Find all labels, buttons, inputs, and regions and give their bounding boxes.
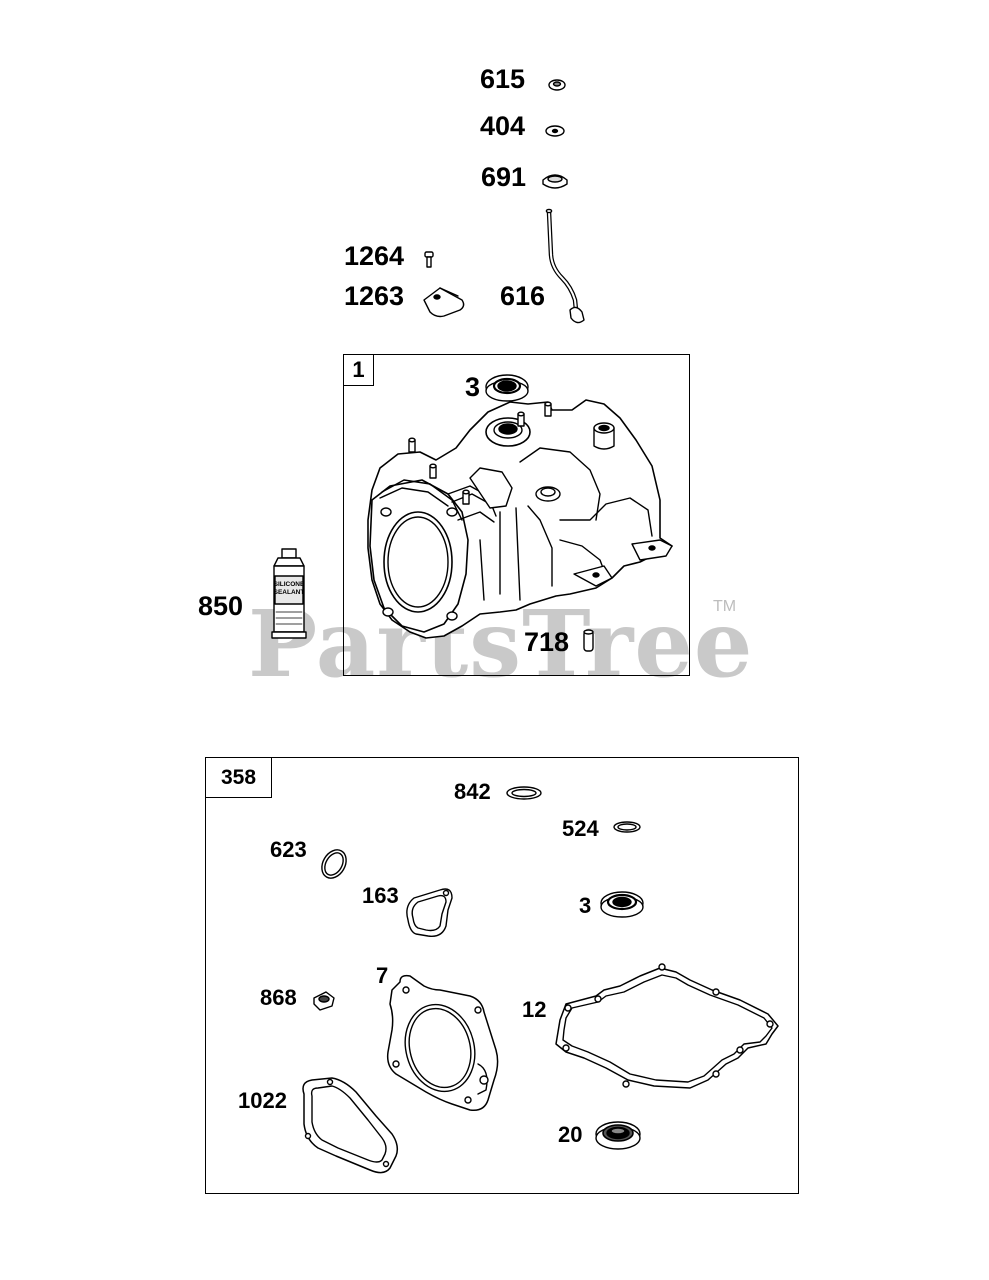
callout-7[interactable]: 7	[376, 963, 389, 988]
callout-1022[interactable]: 1022	[238, 1088, 287, 1113]
gasket-set-tag[interactable]: 358	[206, 758, 272, 798]
callout-691[interactable]: 691	[481, 162, 527, 192]
part-623-ring[interactable]	[317, 846, 351, 883]
part-1022-gasket[interactable]	[302, 1077, 399, 1174]
callout-1264[interactable]: 1264	[344, 241, 405, 271]
part-3-oil-seal[interactable]	[485, 374, 529, 402]
callout-615[interactable]: 615	[480, 64, 526, 94]
part-850-sealant-tube[interactable]	[271, 548, 307, 639]
part-7-head-gasket[interactable]	[386, 974, 499, 1112]
part-616-dipstick-tube[interactable]	[545, 208, 585, 324]
part-20-oil-seal[interactable]	[595, 1121, 641, 1150]
assembly-1-tag[interactable]: 1	[344, 355, 374, 386]
callout-163[interactable]: 163	[362, 883, 399, 908]
callout-404[interactable]: 404	[480, 111, 526, 141]
callout-1263[interactable]: 1263	[344, 281, 405, 311]
part-1264-screw[interactable]	[424, 251, 434, 268]
part-868-plug[interactable]	[313, 991, 335, 1011]
part-842-o-ring[interactable]	[506, 786, 542, 800]
part-1263-bracket[interactable]	[423, 287, 465, 318]
sealant-label-line2: SEALANT	[274, 589, 305, 596]
callout-20[interactable]: 20	[558, 1122, 583, 1147]
callout-3-kit[interactable]: 3	[579, 893, 592, 918]
trademark-mark: TM	[713, 598, 737, 615]
sealant-label-line1: SILICONE	[274, 581, 305, 588]
callout-12[interactable]: 12	[522, 997, 547, 1022]
cylinder-block[interactable]	[367, 399, 673, 639]
callout-718[interactable]: 718	[524, 627, 570, 657]
callout-850[interactable]: 850	[198, 591, 244, 621]
callout-842[interactable]: 842	[454, 779, 491, 804]
part-718-dowel-pin[interactable]	[583, 629, 594, 652]
callout-3[interactable]: 3	[465, 372, 481, 402]
part-524-o-ring[interactable]	[613, 821, 641, 833]
callout-524[interactable]: 524	[562, 816, 599, 841]
assembly-1-box: 1	[343, 354, 690, 676]
part-12-crankcase-gasket[interactable]	[555, 963, 779, 1089]
part-404-washer[interactable]	[545, 125, 565, 137]
callout-623[interactable]: 623	[270, 837, 307, 862]
part-163-gasket[interactable]	[406, 888, 453, 937]
part-3-oil-seal-kit[interactable]	[600, 891, 644, 918]
gasket-set-box: 358	[205, 757, 799, 1194]
part-615-nut[interactable]	[548, 79, 566, 91]
watermark: PartsTree	[248, 590, 754, 698]
callout-616[interactable]: 616	[500, 281, 546, 311]
callout-868[interactable]: 868	[260, 985, 297, 1010]
part-691-grommet[interactable]	[542, 174, 568, 189]
